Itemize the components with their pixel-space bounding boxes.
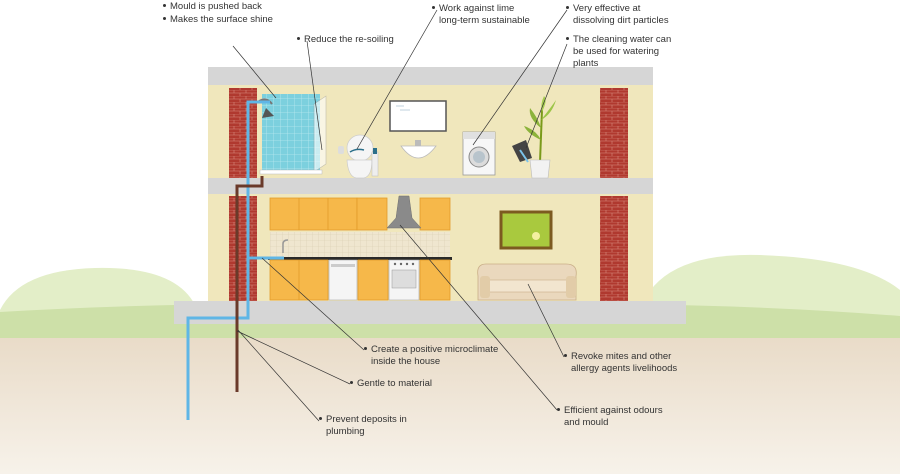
label-mould-pushed: Mould is pushed back [163,1,262,13]
kitchen [268,195,452,301]
brick-column [600,88,628,178]
label-surface-shine: Makes the surface shine [163,14,273,26]
brick-column [600,196,628,301]
living-room [477,210,577,301]
hills [0,254,900,320]
middle-slab [208,178,653,194]
sink [389,100,447,159]
label-gentle-to-material: Gentle to material [350,378,432,390]
plant [512,96,556,179]
soil [0,330,900,474]
washing-machine [462,131,496,176]
toilet [338,134,379,179]
base-slab [174,301,686,324]
brick-column [229,196,257,301]
label-reduce-resoiling: Reduce the re-soiling [297,34,394,46]
plumbing [186,100,284,420]
roof-slab [208,67,653,85]
leader-lines [232,9,568,422]
